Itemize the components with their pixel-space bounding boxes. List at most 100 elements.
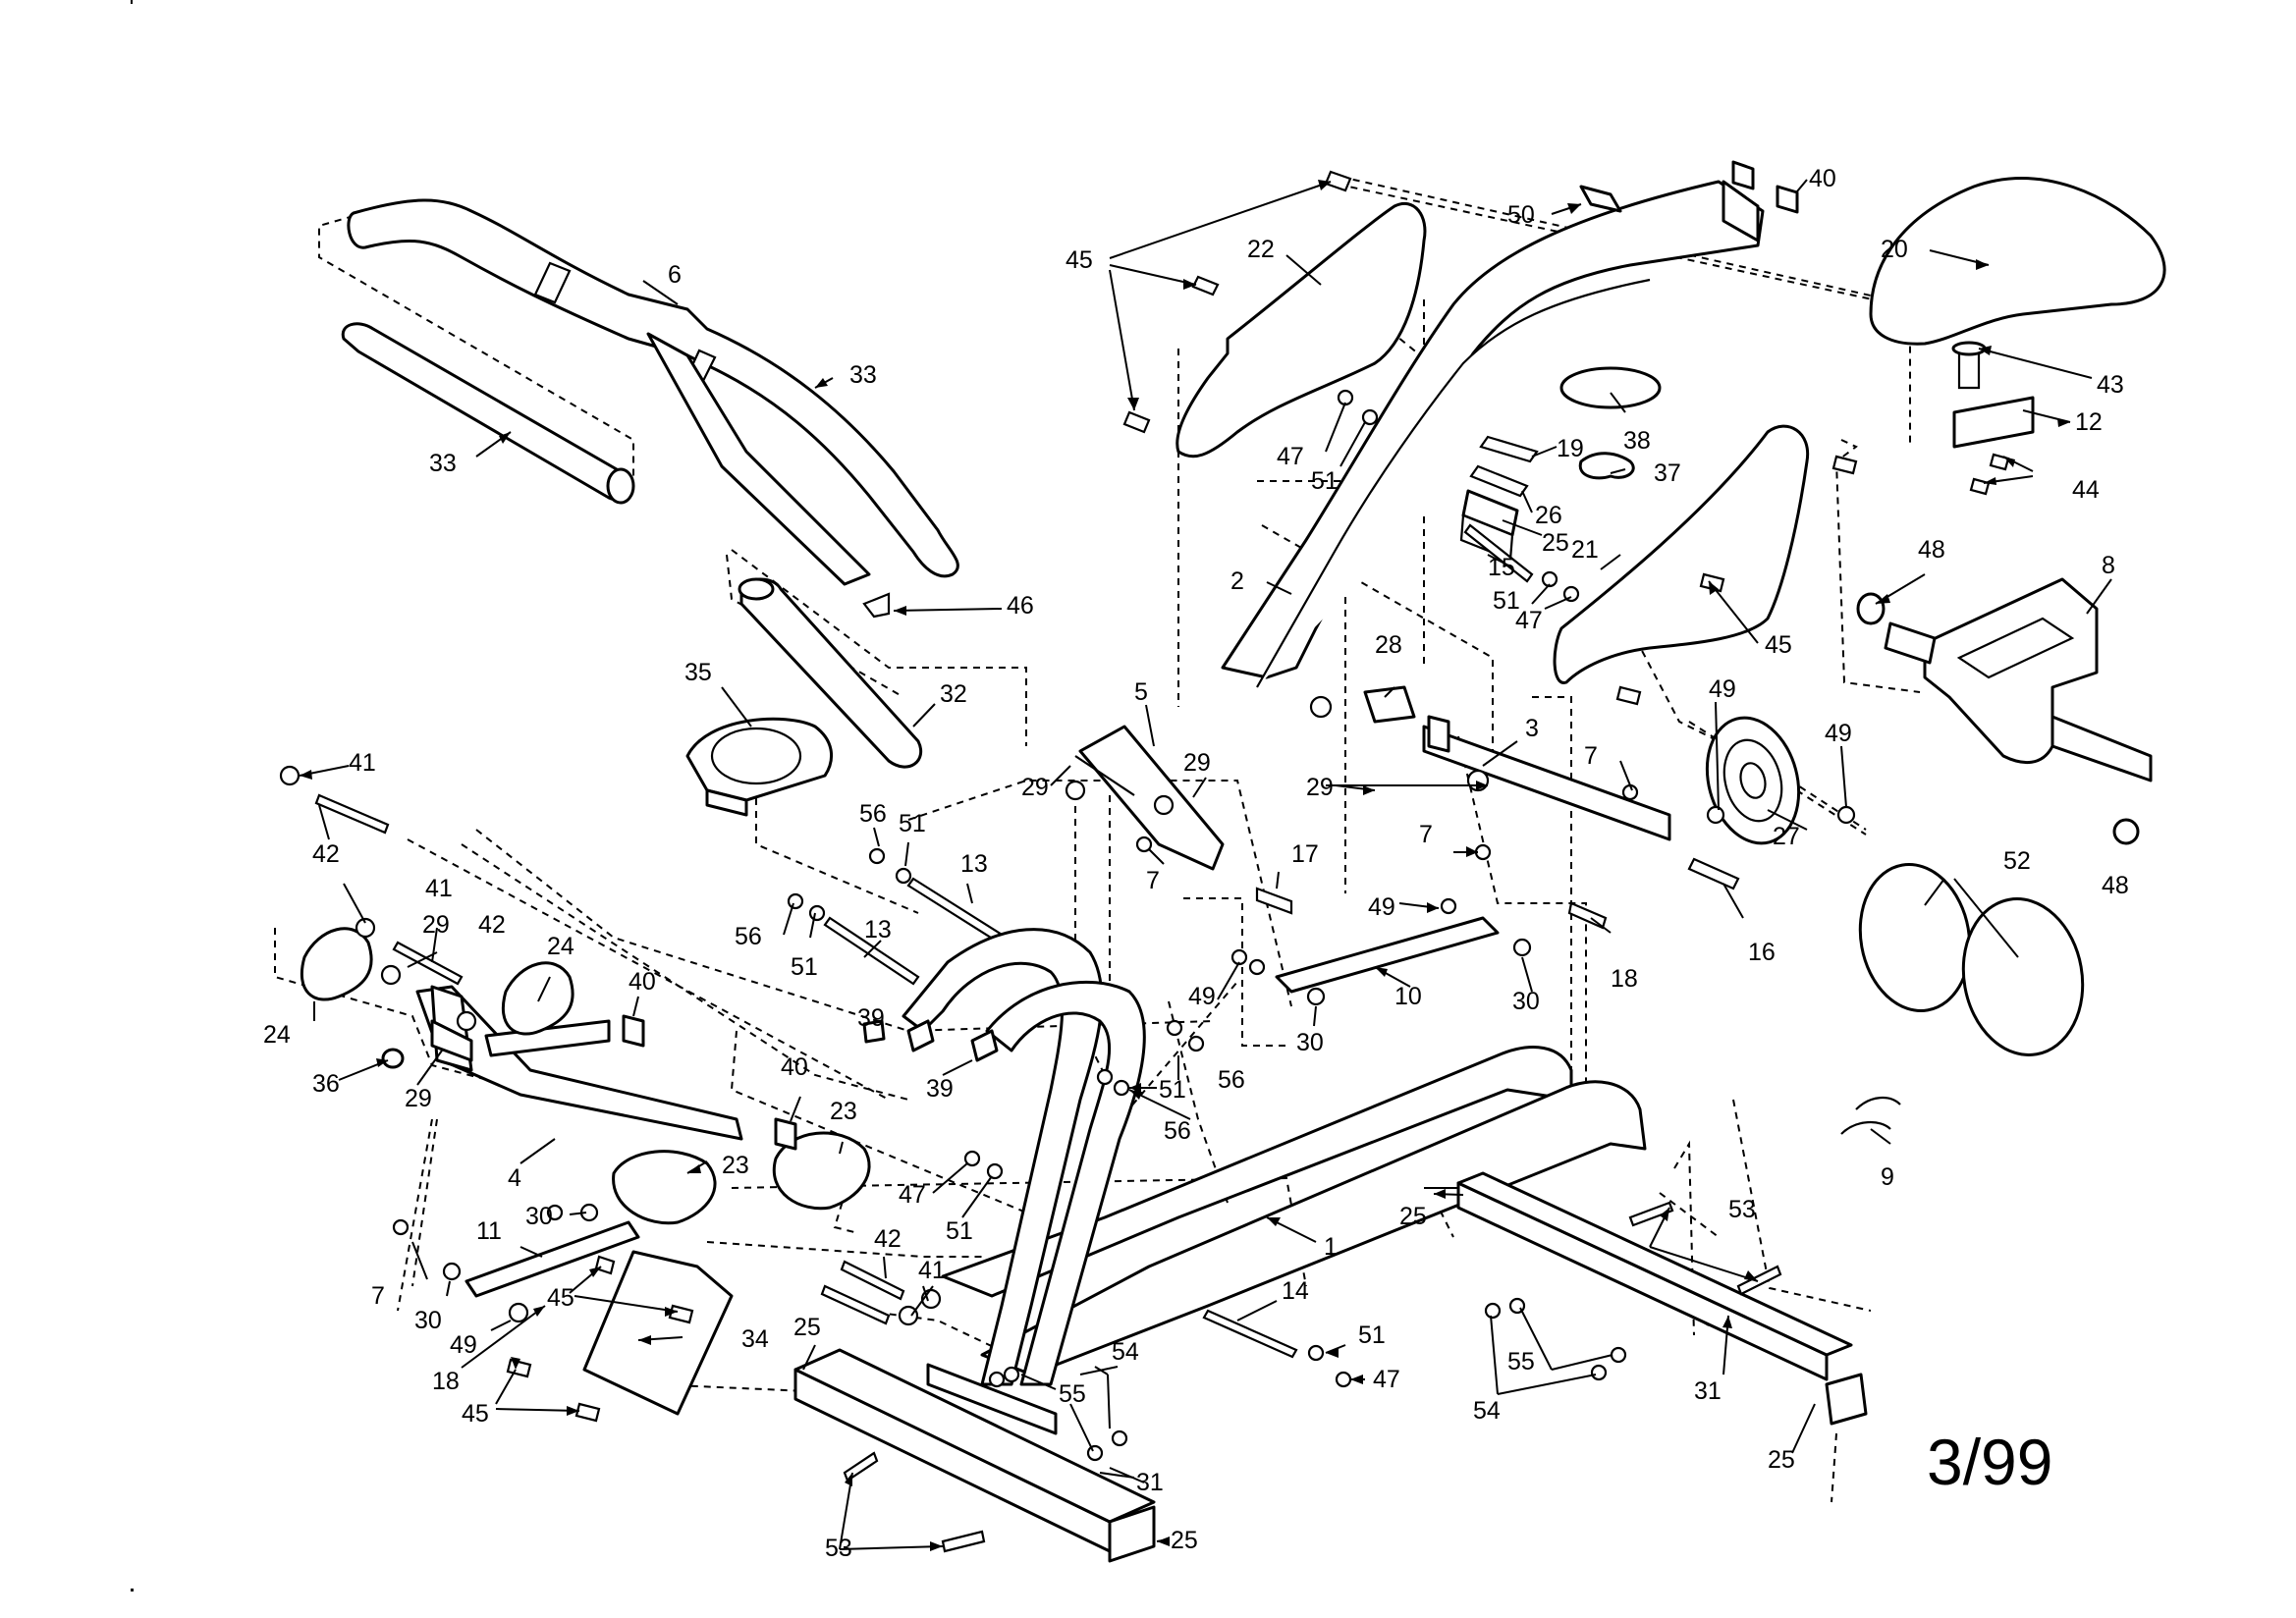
pedal-23: [772, 1131, 871, 1211]
assembly-guide-lines: [274, 176, 1921, 1503]
nut-56: [787, 892, 804, 910]
callout-label: 23: [830, 1098, 857, 1125]
seat-20: [1869, 177, 2166, 346]
pad-28: [1363, 685, 1416, 724]
callout-labels: 40 50 45 22 6 20 43 12 44 33 33 38 19 37…: [263, 165, 2129, 1562]
callout-label: 33: [429, 450, 457, 477]
bracket-5-tube: [1074, 755, 1135, 796]
callout-label: 45: [1066, 246, 1093, 274]
callout-label: 40: [1809, 165, 1836, 192]
carriage-axle: [1884, 621, 1937, 665]
callout-label: 49: [450, 1331, 477, 1359]
nut-56: [1166, 1019, 1183, 1037]
nut-54: [1590, 1364, 1608, 1381]
callout-label: 40: [781, 1053, 808, 1081]
callout-label: 18: [432, 1368, 460, 1395]
callout-label: 49: [1709, 675, 1736, 703]
callout-label: 45: [1765, 631, 1792, 659]
callout-label: 37: [1654, 459, 1681, 487]
callout-label: 33: [849, 361, 877, 389]
washer-49: [1440, 897, 1457, 915]
callout-label: 47: [1277, 443, 1304, 470]
callout-label: 3: [1525, 715, 1539, 742]
callout-label: 21: [1571, 536, 1599, 564]
callout-label: 29: [1021, 774, 1049, 801]
callout-label: 30: [525, 1203, 553, 1230]
washer-49: [1836, 805, 1856, 825]
callout-label: 19: [1557, 435, 1584, 462]
link-bar-11: [465, 1220, 640, 1298]
callout-label: 12: [2075, 408, 2103, 436]
side-shroud-21: [1553, 424, 1810, 684]
rod-13: [906, 877, 1009, 946]
grip-tube: [341, 322, 634, 502]
upright-post-opening: [738, 577, 775, 601]
callout-label: 29: [422, 911, 450, 939]
callout-label: 25: [1768, 1446, 1795, 1474]
callout-label: 42: [478, 911, 506, 939]
callout-label: 25: [1399, 1203, 1427, 1230]
rod-14: [1202, 1309, 1298, 1359]
callout-label: 22: [1247, 236, 1275, 263]
nut-7: [1135, 836, 1153, 853]
washer-49: [508, 1302, 529, 1323]
stabilizer-31-top: [793, 1348, 1156, 1524]
callout-label: 39: [926, 1075, 954, 1103]
pivot-bracket: [1427, 715, 1450, 753]
weight-disc-52: [1858, 863, 1972, 1012]
screw-45: [574, 1402, 601, 1423]
date-code: 3/99: [1927, 1426, 2052, 1498]
callout-label: 5: [1134, 678, 1148, 706]
washer-49: [1706, 805, 1725, 825]
base-frame-1: [941, 1046, 1573, 1298]
callout-label: 55: [1059, 1380, 1086, 1408]
callout-label: 55: [1507, 1348, 1535, 1375]
callout-label: 13: [864, 916, 892, 944]
callout-label: 15: [1488, 554, 1515, 581]
screw-45: [1699, 572, 1725, 593]
handlebar-grip: [533, 261, 572, 304]
tension-disc-38: [1559, 366, 1662, 409]
callout-label: 7: [1584, 742, 1598, 770]
nut-30: [1306, 987, 1326, 1006]
leader-arrowheads: [300, 180, 2070, 1551]
frame-rail: [1256, 278, 1651, 688]
rod-15: [1463, 523, 1534, 583]
callout-label: 56: [735, 923, 762, 950]
bolt-53: [1628, 1201, 1674, 1227]
callout-label: 32: [940, 680, 967, 708]
cap-48: [2112, 818, 2140, 845]
callout-label: 47: [1373, 1366, 1400, 1393]
pedal-24: [300, 927, 373, 1001]
washer-30: [546, 1204, 564, 1221]
link-bar-10: [1275, 916, 1500, 994]
nut-30: [1512, 938, 1532, 957]
cap-40: [622, 1014, 645, 1048]
callout-label: 47: [1515, 607, 1543, 634]
front-arch: [902, 928, 1104, 1386]
nut-54: [1111, 1429, 1128, 1447]
screw-45: [1615, 685, 1642, 706]
washer-49: [1248, 958, 1266, 976]
callout-label: 50: [1507, 201, 1535, 229]
callout-label: 56: [859, 800, 887, 828]
callout-label: 27: [1773, 823, 1800, 850]
washer-51: [1187, 1035, 1205, 1052]
washer-49: [1230, 948, 1248, 966]
callout-label: 26: [1535, 502, 1562, 529]
nut-7: [1474, 843, 1492, 861]
nut-56: [868, 847, 886, 865]
callout-label: 24: [547, 933, 574, 960]
callout-label: 39: [857, 1004, 885, 1032]
parts: [300, 160, 2166, 1563]
callout-label: 48: [2102, 872, 2129, 899]
callout-label: 46: [1007, 592, 1034, 620]
callout-label: 28: [1375, 631, 1402, 659]
callout-label: 51: [899, 810, 926, 837]
scan-speck: [131, 0, 133, 4]
washer-51: [895, 867, 912, 885]
callout-label: 51: [946, 1217, 973, 1245]
bolt-42: [820, 1284, 891, 1325]
callout-label: 42: [874, 1225, 902, 1253]
